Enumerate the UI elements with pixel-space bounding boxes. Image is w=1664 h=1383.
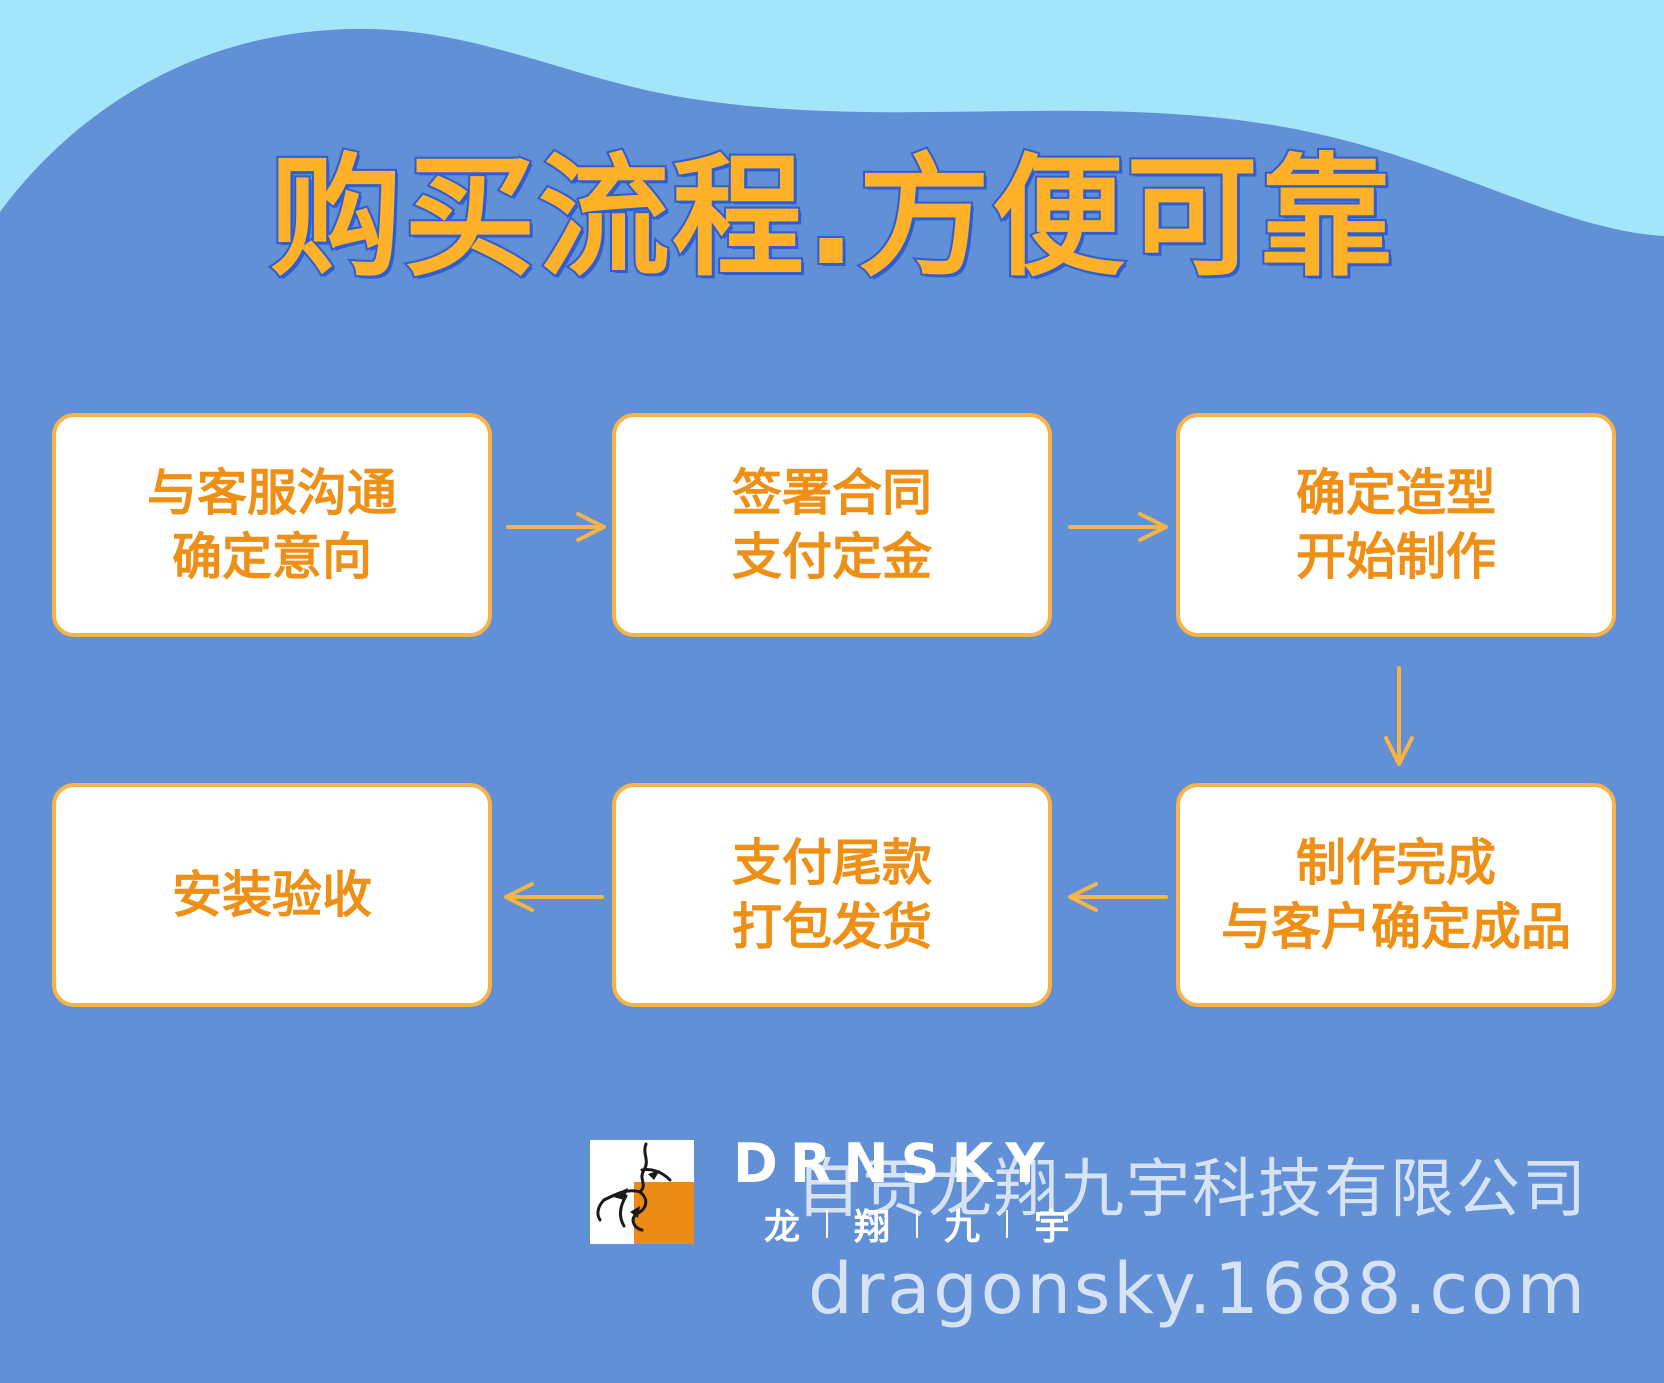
step-6-box: 安装验收: [52, 783, 492, 1007]
step-1-line-1: 与客服沟通: [147, 464, 397, 522]
step-3-line-1: 确定造型: [1296, 464, 1496, 522]
step-3-line-2: 开始制作: [1296, 528, 1496, 586]
brand-name-cn: 龙 翔 九 宇: [738, 1202, 1096, 1248]
brand-cn-char-2: 翔: [853, 1207, 890, 1248]
step-5-line-1: 支付尾款: [732, 834, 932, 892]
company-name-watermark: 自贡龙翔九宇科技有限公司: [796, 1153, 1588, 1227]
step-3-box: 确定造型 开始制作: [1176, 413, 1616, 637]
step-4-line-1: 制作完成: [1296, 834, 1496, 892]
step-6-line-1: 安装验收: [172, 866, 372, 924]
brand-name-en: DRNSKY: [733, 1132, 1057, 1195]
step-4-box: 制作完成 与客户确定成品: [1176, 783, 1616, 1007]
brand-separator: [916, 1210, 918, 1238]
page-title: 购买流程.方便可靠: [268, 139, 1395, 297]
step-4-line-2: 与客户确定成品: [1221, 898, 1571, 956]
step-2-line-2: 支付定金: [732, 528, 932, 586]
brand-cn-char-1: 龙: [763, 1207, 800, 1248]
brand-separator: [1006, 1210, 1008, 1238]
step-1-line-2: 确定意向: [172, 528, 372, 586]
brand-cn-char-4: 宇: [1033, 1207, 1070, 1248]
step-2-box: 签署合同 支付定金: [612, 413, 1052, 637]
step-2-line-1: 签署合同: [732, 464, 932, 522]
brand-cn-char-3: 九: [943, 1207, 980, 1248]
dragon-logo-icon: [590, 1140, 694, 1244]
brand-separator: [826, 1210, 828, 1238]
step-5-line-2: 打包发货: [732, 898, 932, 956]
shop-url-watermark: dragonsky.1688.com: [808, 1248, 1588, 1330]
step-1-box: 与客服沟通 确定意向: [52, 413, 492, 637]
step-5-box: 支付尾款 打包发货: [612, 783, 1052, 1007]
